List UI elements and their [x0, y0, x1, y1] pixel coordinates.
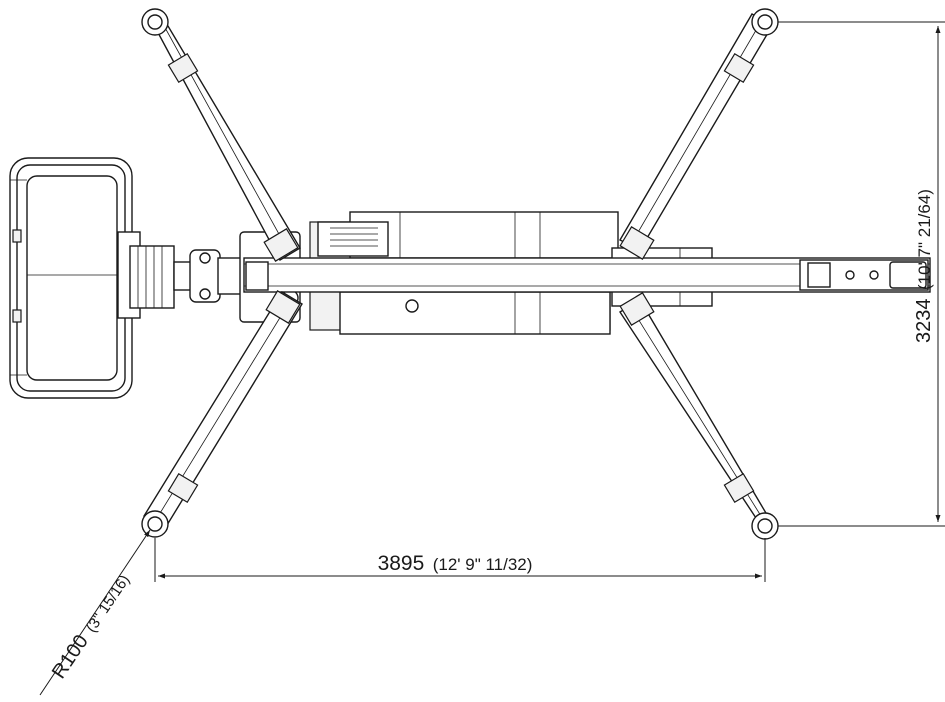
- radius-dimension: R100 (3" 15/16): [39, 529, 151, 696]
- svg-text:3234 (10' 7" 21/64): 3234 (10' 7" 21/64): [913, 189, 935, 343]
- width-dimension: 3895 (12' 9" 11/32): [154, 538, 766, 582]
- height-value: 3234: [913, 298, 935, 343]
- platform-basket: [9, 157, 133, 399]
- main-boom: [243, 257, 931, 293]
- platform-rotator: [117, 231, 247, 319]
- outrigger-bottom-left: [141, 290, 303, 538]
- radius-value: R100: [48, 631, 93, 683]
- radius-imperial: (3" 15/16): [83, 572, 134, 636]
- outrigger-bottom-right: [619, 292, 779, 540]
- width-value: 3895: [378, 552, 425, 575]
- svg-text:3895 (12' 9" 11/32): 3895 (12' 9" 11/32): [378, 552, 533, 575]
- svg-text:R100 (3" 15/16): R100 (3" 15/16): [48, 570, 134, 683]
- width-imperial: (12' 9" 11/32): [433, 555, 533, 574]
- outrigger-top-right: [619, 8, 779, 260]
- height-imperial: (10' 7" 21/64): [915, 189, 934, 290]
- outrigger-top-left: [141, 8, 301, 262]
- height-dimension: 3234 (10' 7" 21/64): [778, 21, 945, 527]
